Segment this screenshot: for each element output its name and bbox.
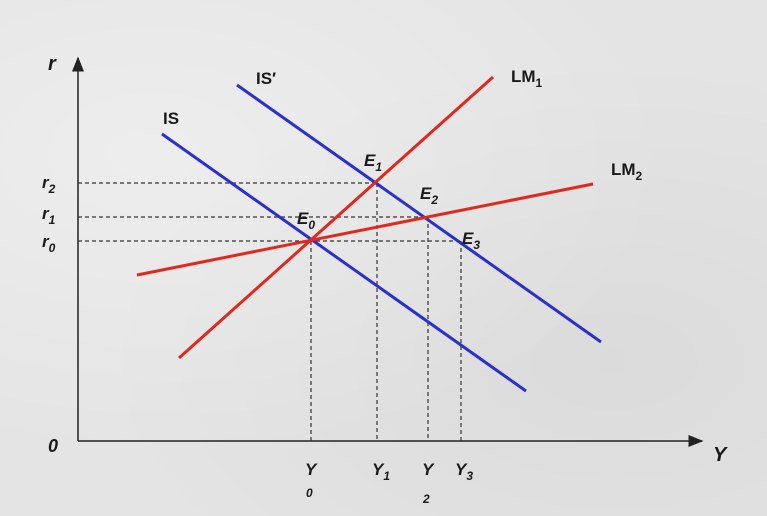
- r2-label: r2: [42, 173, 56, 196]
- r-axis-label: r: [48, 53, 57, 75]
- y0-subscript: 0: [306, 486, 313, 500]
- y-axis-label: Y: [713, 444, 728, 466]
- e3-label: E3: [462, 229, 480, 252]
- lm2-curve: [136, 182, 594, 277]
- e2-label: E2: [420, 184, 438, 207]
- is-label: IS: [163, 109, 179, 128]
- origin-label: 0: [48, 436, 58, 456]
- is-curve: [161, 132, 527, 393]
- is-prime-curve: [236, 83, 602, 344]
- y2-label: Y: [422, 460, 435, 479]
- e1-label: E1: [364, 151, 382, 174]
- lm1-label: LM1: [511, 67, 543, 90]
- lm1-curve: [177, 75, 495, 360]
- e0-label: E0: [297, 209, 315, 232]
- r1-label: r1: [42, 204, 56, 227]
- y0-label: Y: [305, 460, 318, 479]
- is-prime-label: IS′: [256, 69, 276, 88]
- lm2-label: LM2: [611, 160, 643, 183]
- r0-label: r0: [42, 232, 56, 255]
- y3-label: Y3: [455, 460, 473, 483]
- y2-subscript: 2: [422, 492, 430, 506]
- y1-label: Y1: [372, 460, 390, 483]
